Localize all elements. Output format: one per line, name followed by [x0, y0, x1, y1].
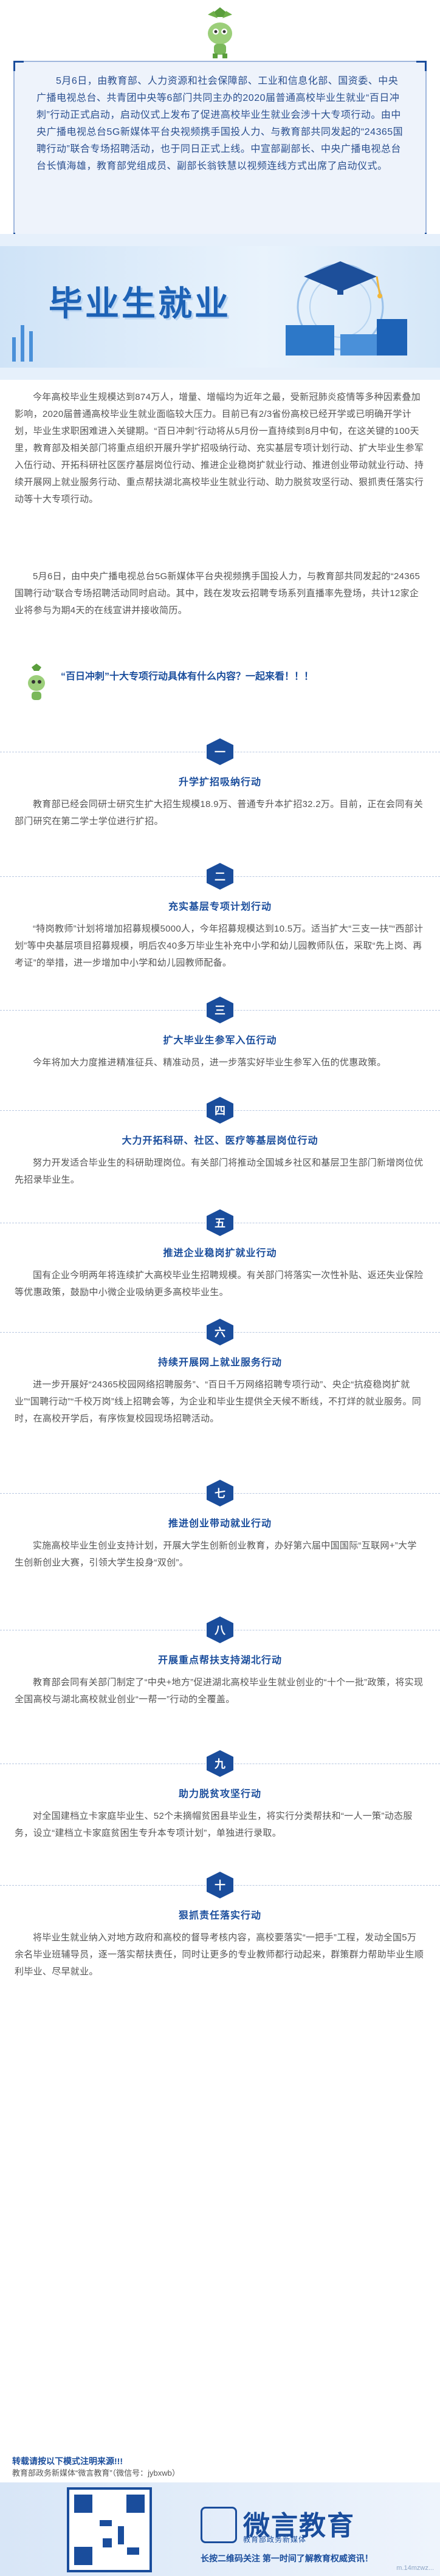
mascot-icon [28, 664, 45, 700]
section-title: 升学扩招吸纳行动 [178, 777, 261, 788]
source-note: 教育部政务新媒体“微言教育”（微信号：jybxwb） [12, 2468, 180, 2478]
hexagon-icon: 二 [207, 863, 233, 890]
section-text: 教育部已经会同研士研究生扩大招生规模18.9万、普通专升本扩招32.2万。目前，… [15, 799, 424, 826]
section-title: 扩大毕业生参军入伍行动 [163, 1036, 277, 1046]
section-text: “特岗教师”计划将增加招募规模5000人，今年招募规模达到10.5万。适当扩大“… [15, 924, 424, 968]
section-title: 充实基层专项计划行动 [168, 902, 272, 912]
section-text: 国有企业今明两年将连续扩大高校毕业生招聘规模。有关部门将落实一次性补贴、返还失业… [15, 1270, 424, 1297]
section-title: 持续开展网上就业服务行动 [157, 1358, 282, 1368]
qr-code-icon[interactable] [67, 2487, 152, 2572]
brand-logo-icon [201, 2507, 237, 2543]
hexagon-icon: 八 [207, 1616, 233, 1643]
section-title: 狠抓责任落实行动 [178, 1911, 261, 1921]
mascot-icon [208, 7, 232, 58]
section-text: 教育部会同有关部门制定了“中央+地方”促进湖北高校毕业生就业创业的“十个一批”政… [15, 1677, 424, 1705]
brand-name: 微言教育 [243, 2511, 355, 2541]
para-launch: 5月6日，由中央广播电视总台5G新媒体平台央视频携手国投人力，与教育部共同发起的… [15, 571, 421, 616]
section-text: 进一步开展好“24365校园网络招聘服务”、“百日千万网络招聘专项行动”、央企“… [15, 1379, 422, 1424]
para-scale: 今年高校毕业生规模达到874万人，增量、增幅均为近年之最，受新冠肺炎疫情等多种因… [15, 392, 424, 504]
section-title: 开展重点帮扶支持湖北行动 [157, 1655, 282, 1666]
section-title: 大力开拓科研、社区、医疗等基层岗位行动 [122, 1136, 318, 1146]
watermark: m.14mzwz... [396, 2564, 434, 2572]
hexagon-icon: 四 [207, 1097, 233, 1124]
repost-note: 转载请按以下模式注明来源!!! [12, 2456, 123, 2466]
hexagon-icon: 七 [207, 1480, 233, 1506]
hexagon-icon: 六 [207, 1319, 233, 1345]
section-title: 推进企业稳岗扩就业行动 [163, 1248, 277, 1259]
banner-title: 毕业生就业 [49, 284, 231, 323]
section-text: 努力开发适合毕业生的科研助理岗位。有关部门将推动全国城乡社区和基层卫生部门新增岗… [15, 1158, 424, 1185]
section-title: 推进创业带动就业行动 [168, 1519, 272, 1529]
intro-text: 5月6日，由教育部、人力资源和社会保障部、工业和信息化部、国资委、中央广播电视总… [36, 76, 404, 171]
section-text: 今年将加大力度推进精准征兵、精准动员，进一步落实好毕业生参军入伍的优惠政策。 [33, 1057, 387, 1068]
section-text: 对全国建档立卡家庭毕业生、52个未摘帽贫困县毕业生，将实行分类帮扶和“一人一策”… [15, 1811, 413, 1838]
hexagon-icon: 十 [207, 1872, 233, 1898]
hexagon-icon: 三 [207, 997, 233, 1023]
hexagon-icon: 一 [207, 738, 233, 765]
banner: 毕业生就业 [0, 234, 440, 380]
footer: 微言教育 教育部政务新媒体 长按二维码关注 第一时间了解教育权威资讯！ [0, 2482, 440, 2576]
brand-slogan: 长按二维码关注 第一时间了解教育权威资讯！ [201, 2554, 373, 2563]
intro-box: 5月6日，由教育部、人力资源和社会保障部、工业和信息化部、国资委、中央广播电视总… [13, 61, 427, 243]
section-title: 助力脱贫攻坚行动 [178, 1789, 261, 1799]
banner-illustration [12, 261, 407, 362]
question-heading: “百日冲刺”十大专项行动具体有什么内容？一起来看！！！ [61, 671, 314, 682]
hexagon-icon: 五 [207, 1209, 233, 1236]
section-text: 将毕业生就业纳入对地方政府和高校的督导考核内容，高校要落实“一把手”工程，发动全… [15, 1932, 424, 1977]
brand-subtitle: 教育部政务新媒体 [243, 2535, 307, 2544]
hexagon-icon: 九 [207, 1750, 233, 1777]
section-text: 实施高校毕业生创业支持计划，开展大学生创新创业教育，办好第六届中国国际“互联网+… [15, 1540, 417, 1568]
